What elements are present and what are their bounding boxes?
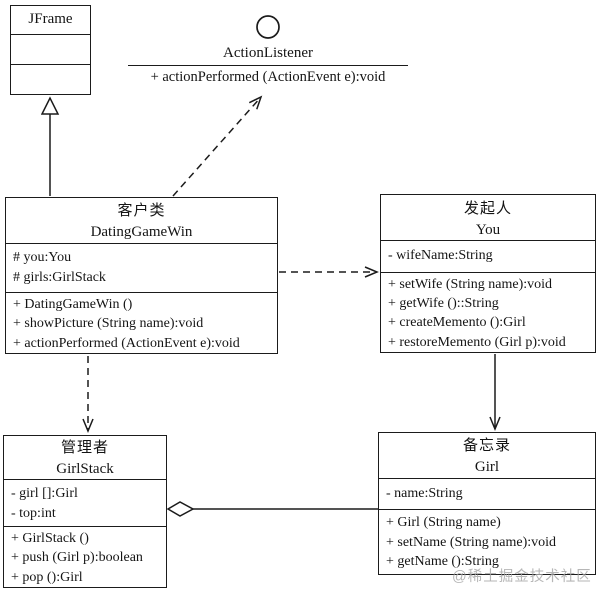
attribute-row: - girl []:Girl bbox=[11, 486, 78, 501]
method-row: + Girl (String name) bbox=[386, 515, 501, 530]
aggregation-diamond bbox=[166, 501, 195, 517]
methods-compartment: + setWife (String name):void + getWife (… bbox=[381, 271, 595, 352]
class-memento: 备忘录 Girl - name:String + Girl (String na… bbox=[378, 432, 596, 575]
method-row: + DatingGameWin () bbox=[13, 296, 133, 312]
interface-name: ActionListener bbox=[128, 45, 408, 66]
attribute-row: - name:String bbox=[386, 486, 463, 501]
attribute-row: # you:You bbox=[13, 250, 72, 266]
method-row: + restoreMemento (Girl p):void bbox=[388, 334, 566, 350]
method-row: + actionPerformed (ActionEvent e):void bbox=[13, 335, 240, 351]
class-title: 发起人 You bbox=[381, 195, 595, 240]
class-name: JFrame bbox=[28, 11, 73, 27]
class-cn-name: 发起人 bbox=[463, 201, 512, 217]
class-jframe: JFrame bbox=[10, 5, 91, 95]
interface-circle-icon bbox=[256, 15, 280, 39]
method-row: + pop ():Girl bbox=[11, 569, 83, 585]
methods-compartment: + Girl (String name) + setName (String n… bbox=[379, 509, 595, 574]
method-row: + setName (String name):void bbox=[386, 534, 557, 550]
class-client: 客户类 DatingGameWin # you:You # girls:Girl… bbox=[5, 197, 278, 354]
attributes-compartment: # you:You # girls:GirlStack bbox=[6, 243, 277, 291]
class-title: 客户类 DatingGameWin bbox=[6, 198, 277, 243]
method-row: + getWife ()::String bbox=[388, 296, 499, 312]
class-name: GirlStack bbox=[56, 461, 114, 477]
attribute-row: - wifeName:String bbox=[388, 248, 493, 264]
class-originator: 发起人 You - wifeName:String + setWife (Str… bbox=[380, 194, 596, 353]
class-title: 备忘录 Girl bbox=[379, 433, 595, 478]
attribute-row: # girls:GirlStack bbox=[13, 270, 106, 286]
method-row: + showPicture (String name):void bbox=[13, 316, 204, 331]
watermark: @稀土掘金技术社区 bbox=[452, 569, 592, 585]
attributes-compartment bbox=[11, 34, 90, 64]
method-row: + createMemento ():Girl bbox=[388, 315, 526, 331]
methods-compartment: + DatingGameWin () + showPicture (String… bbox=[6, 291, 277, 354]
class-caretaker: 管理者 GirlStack - girl []:Girl - top:int +… bbox=[3, 435, 167, 588]
class-name: You bbox=[475, 222, 501, 238]
methods-compartment: + GirlStack () + push (Girl p):boolean +… bbox=[4, 525, 166, 588]
attribute-row: - top:int bbox=[11, 506, 56, 521]
class-title: 管理者 GirlStack bbox=[4, 436, 166, 479]
interface-actionlistener: ActionListener + actionPerformed (Action… bbox=[128, 45, 408, 86]
attributes-compartment: - girl []:Girl - top:int bbox=[4, 479, 166, 526]
class-cn-name: 客户类 bbox=[117, 203, 166, 219]
interface-method: + actionPerformed (ActionEvent e):void bbox=[150, 69, 386, 85]
method-row: + GirlStack () bbox=[11, 530, 89, 546]
method-row: + setWife (String name):void bbox=[388, 276, 553, 292]
realization-arrow-actionlistener bbox=[172, 95, 263, 197]
class-name: Girl bbox=[474, 459, 500, 475]
method-row: + getName ():String bbox=[386, 554, 499, 569]
method-row: + push (Girl p):boolean bbox=[11, 550, 143, 565]
class-name: DatingGameWin bbox=[90, 224, 193, 240]
attributes-compartment: - name:String bbox=[379, 478, 595, 509]
class-cn-name: 管理者 bbox=[60, 440, 109, 456]
attributes-compartment: - wifeName:String bbox=[381, 240, 595, 272]
class-cn-name: 备忘录 bbox=[462, 438, 511, 454]
methods-compartment bbox=[11, 64, 90, 94]
